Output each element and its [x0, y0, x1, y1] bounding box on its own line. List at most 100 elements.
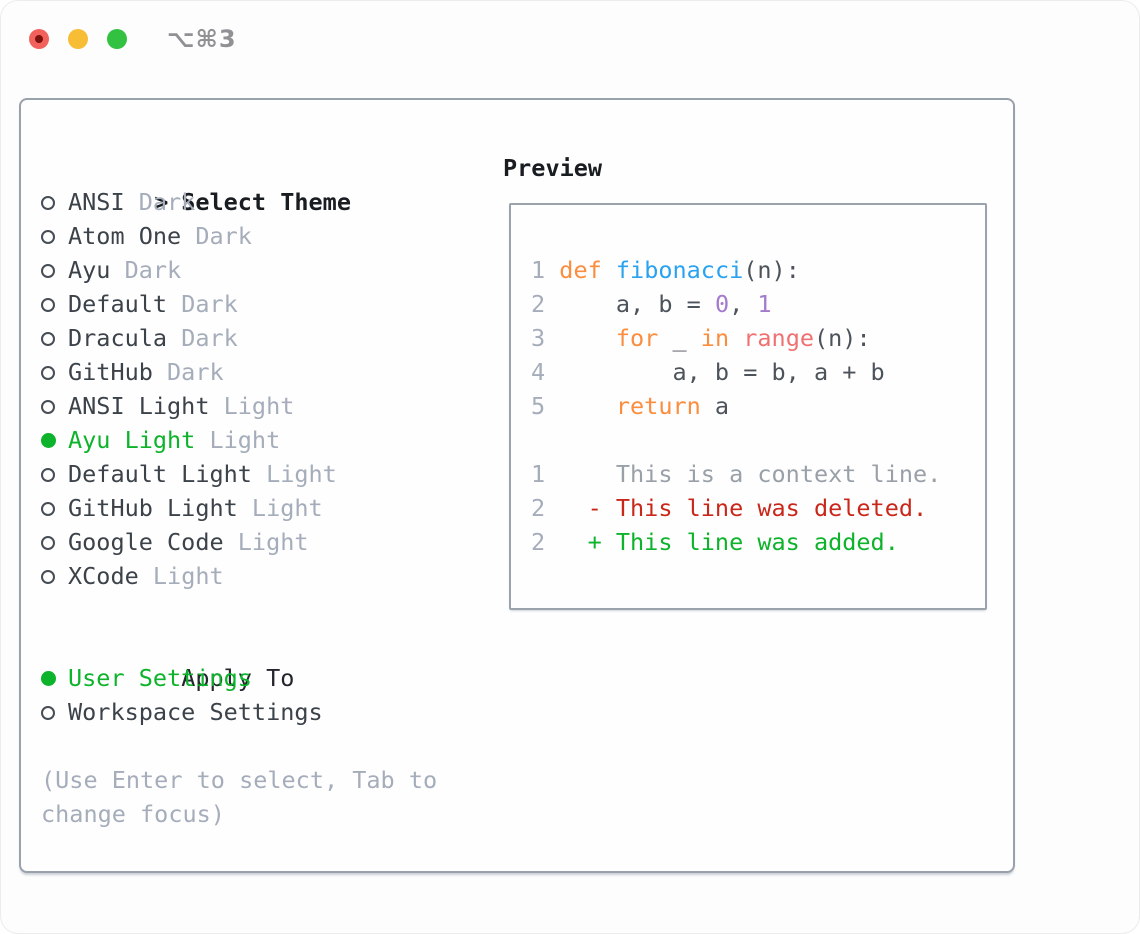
- radio-icon: [41, 501, 55, 516]
- apply-option-label: User Settings: [68, 664, 252, 692]
- radio-selected-icon: [41, 671, 56, 686]
- code-segment: a, b = b, a + b: [559, 358, 885, 386]
- theme-variant-label: Dark: [181, 222, 252, 250]
- code-segment: in: [700, 324, 730, 352]
- code-line: 2 a, b = 0, 1: [531, 287, 985, 321]
- apply-option-workspace-settings[interactable]: Workspace Settings: [41, 695, 491, 729]
- line-number: 5: [531, 392, 560, 420]
- theme-name: XCode: [68, 562, 139, 590]
- radio-icon: [41, 263, 55, 278]
- radio-icon: [41, 569, 55, 584]
- apply-to-title: Apply To: [181, 664, 295, 692]
- marker-slot: [41, 219, 68, 253]
- theme-option-dracula[interactable]: Dracula Dark: [41, 321, 491, 355]
- code-segment: def: [559, 256, 602, 284]
- theme-name: Atom One: [68, 222, 182, 250]
- theme-option-default[interactable]: Default Dark: [41, 287, 491, 321]
- code-line: 5 return a: [531, 389, 985, 423]
- theme-option-ansi-light[interactable]: ANSI Light Light: [41, 389, 491, 423]
- code-line: 4 a, b = b, a + b: [531, 355, 985, 389]
- code-segment: 1: [757, 290, 772, 318]
- theme-name: Default: [68, 290, 168, 318]
- line-number: 2: [531, 528, 560, 556]
- code-segment: for: [615, 324, 659, 352]
- titlebar: ⌥⌘3: [1, 1, 1139, 77]
- code-segment: fibonacci: [615, 256, 744, 284]
- radio-icon: [41, 365, 55, 380]
- code-segment: [602, 256, 616, 284]
- theme-option-xcode[interactable]: XCode Light: [41, 559, 491, 593]
- theme-name: Google Code: [68, 528, 224, 556]
- close-button[interactable]: [29, 29, 49, 49]
- marker-slot: [41, 559, 68, 593]
- theme-option-default-light[interactable]: Default Light Light: [41, 457, 491, 491]
- theme-option-github-light[interactable]: GitHub Light Light: [41, 491, 491, 525]
- apply-option-user-settings[interactable]: User Settings: [41, 661, 491, 695]
- marker-slot: [41, 423, 68, 457]
- theme-option-atom-one[interactable]: Atom One Dark: [41, 219, 491, 253]
- theme-variant-label: Dark: [110, 256, 182, 284]
- theme-name: GitHub Light: [68, 494, 238, 522]
- theme-name: Ayu: [68, 256, 111, 284]
- radio-icon: [41, 535, 55, 550]
- prompt-icon: >: [154, 188, 169, 216]
- theme-variant-label: Dark: [124, 188, 196, 216]
- radio-icon: [41, 297, 55, 312]
- radio-icon: [41, 399, 55, 414]
- code-line: [531, 423, 985, 457]
- line-number: 3: [531, 324, 560, 352]
- theme-option-github[interactable]: GitHub Dark: [41, 355, 491, 389]
- code-segment: [729, 324, 743, 352]
- code-segment: + This line was added.: [559, 528, 899, 556]
- line-number: [531, 426, 559, 454]
- line-number: 4: [531, 358, 560, 386]
- marker-slot: [41, 287, 68, 321]
- marker-slot: [41, 355, 68, 389]
- theme-name: Dracula: [68, 324, 168, 352]
- code-segment: [559, 324, 616, 352]
- marker-slot: [41, 321, 68, 355]
- radio-icon: [41, 195, 55, 210]
- theme-name: ANSI Light: [68, 392, 210, 420]
- radio-icon: [41, 229, 55, 244]
- theme-option-ansi[interactable]: ANSI Dark: [41, 185, 491, 219]
- radio-icon: [41, 705, 55, 720]
- code-segment: ,: [729, 290, 758, 318]
- code-segment: (n):: [743, 256, 800, 284]
- code-line: 2 - This line was deleted.: [531, 491, 985, 525]
- theme-variant-label: Dark: [152, 358, 224, 386]
- spacer: [41, 729, 491, 763]
- code-segment: a: [700, 392, 730, 420]
- marker-slot: [41, 457, 68, 491]
- code-segment: (n):: [814, 324, 871, 352]
- line-number: 1: [531, 256, 560, 284]
- minimize-button[interactable]: [68, 29, 88, 49]
- theme-list-header: >Select Theme: [41, 151, 491, 216]
- code-segment: 0: [714, 290, 730, 318]
- preview-title: Preview: [503, 154, 603, 182]
- theme-variant-label: Dark: [167, 324, 238, 352]
- theme-variant-label: Dark: [167, 290, 238, 318]
- marker-slot: [41, 695, 68, 729]
- code-line: 1 This is a context line.: [531, 457, 985, 491]
- marker-slot: [41, 253, 68, 287]
- code-line: 1 def fibonacci(n):: [531, 253, 985, 287]
- code-line: 2 + This line was added.: [531, 525, 985, 559]
- theme-option-ayu[interactable]: Ayu Dark: [41, 253, 491, 287]
- apply-to-header: Apply To: [41, 627, 491, 692]
- code-segment: a, b =: [559, 290, 715, 318]
- theme-name: Default Light: [68, 460, 252, 488]
- code-segment: This is a context line.: [559, 460, 942, 488]
- theme-option-google-code[interactable]: Google Code Light: [41, 525, 491, 559]
- spacer: [41, 593, 491, 627]
- zoom-button[interactable]: [107, 29, 127, 49]
- line-number: 2: [531, 494, 560, 522]
- code-segment: range: [743, 324, 814, 352]
- theme-option-ayu-light[interactable]: Ayu Light Light: [41, 423, 491, 457]
- code-line: 3 for _ in range(n):: [531, 321, 985, 355]
- theme-name: Ayu Light: [68, 426, 196, 454]
